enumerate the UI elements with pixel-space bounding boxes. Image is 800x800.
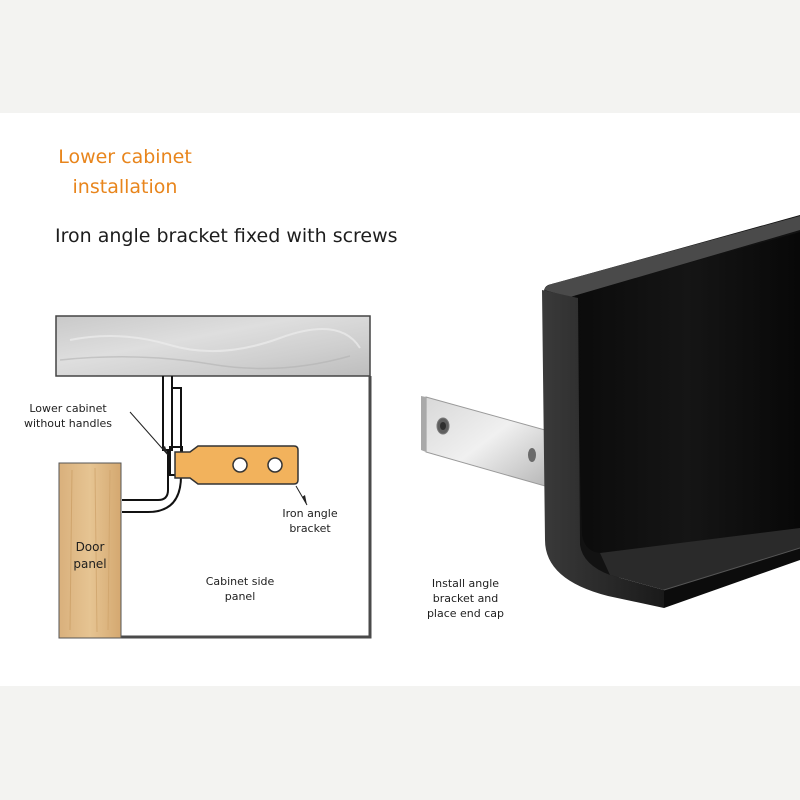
label-iron-bracket-line-1: Iron angle bbox=[282, 507, 338, 520]
countertop bbox=[55, 315, 371, 377]
product-caption-line-2: bracket and bbox=[432, 592, 499, 605]
label-lower-cabinet: Lower cabinet without handles bbox=[18, 401, 118, 431]
label-door-panel-line-1: Door bbox=[75, 540, 105, 554]
label-iron-bracket-line-2: bracket bbox=[289, 522, 331, 535]
label-cabinet-side-line-1: Cabinet side bbox=[205, 575, 275, 588]
label-lower-cabinet-line-2: without handles bbox=[23, 417, 113, 430]
steel-bracket bbox=[421, 396, 546, 487]
label-lower-cabinet-line-1: Lower cabinet bbox=[29, 402, 107, 415]
screw-hole bbox=[267, 457, 283, 473]
label-iron-bracket: Iron angle bracket bbox=[265, 506, 355, 536]
profile-face bbox=[575, 232, 800, 553]
page-subtitle: Iron angle bracket fixed with screws bbox=[55, 225, 398, 247]
angle-bracket bbox=[174, 445, 299, 485]
profile-front-edge bbox=[542, 290, 664, 608]
profile-top-edge bbox=[544, 216, 800, 297]
label-door-panel: Door panel bbox=[60, 539, 120, 573]
profile-cross-section bbox=[122, 376, 183, 513]
title-line-2: installation bbox=[72, 176, 178, 198]
page-title: Lower cabinet installation bbox=[40, 142, 210, 202]
door-panel bbox=[58, 462, 122, 639]
product-caption: Install angle bracket and place end cap bbox=[418, 576, 513, 621]
screw-hole bbox=[232, 457, 248, 473]
arrow-head bbox=[302, 495, 307, 505]
label-cabinet-side: Cabinet side panel bbox=[190, 574, 290, 604]
product-photo bbox=[421, 215, 800, 608]
label-cabinet-side-line-2: panel bbox=[224, 590, 256, 603]
title-line-1: Lower cabinet bbox=[58, 146, 192, 168]
product-caption-line-1: Install angle bbox=[431, 577, 500, 590]
profile-bottom-flange bbox=[600, 528, 800, 590]
arrow-head bbox=[162, 446, 168, 455]
product-caption-line-3: place end cap bbox=[426, 607, 505, 620]
label-door-panel-line-2: panel bbox=[73, 557, 107, 571]
cabinet-side-panel bbox=[120, 376, 372, 639]
